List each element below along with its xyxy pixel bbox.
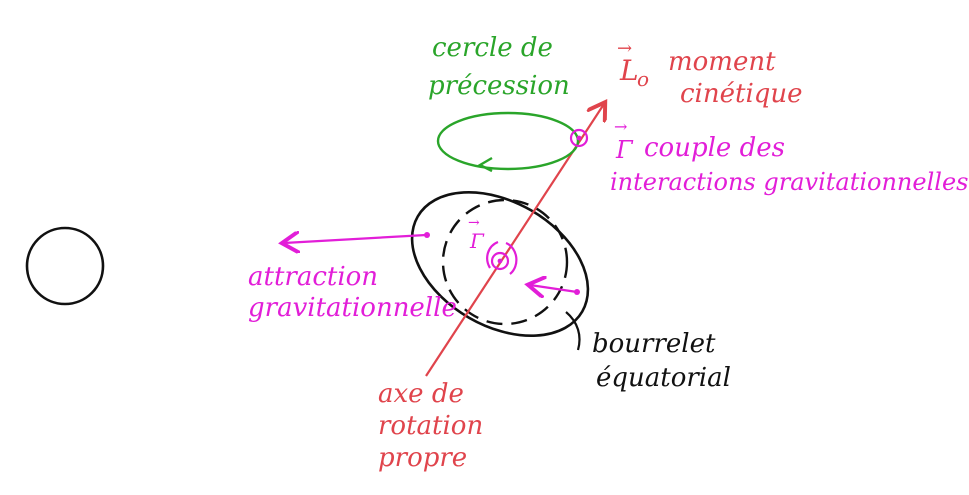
attraction-label-line1: attraction (248, 262, 378, 292)
precession-label-line2: précession (428, 71, 570, 101)
axe-label-line3: propre (378, 443, 467, 473)
gamma-symbol: Γ (615, 136, 634, 164)
precession-arrow-icon (477, 156, 493, 173)
axe-label-line2: rotation (378, 411, 483, 441)
axe-label-line1: axe de (378, 379, 464, 409)
L-symbol: L (619, 54, 639, 87)
precession-ellipse (436, 111, 580, 171)
attraction-label-line2: gravitationnelle (248, 293, 457, 323)
precession-label-line1: cercle de (432, 33, 553, 63)
L-vector-arrow-icon: → (617, 38, 632, 59)
torque-dot-icon (576, 135, 582, 141)
earth-ellipse-icon (410, 191, 590, 337)
inner-sphere-dashed (441, 198, 569, 326)
gamma-vector-arrow-icon: → (614, 117, 627, 136)
gamma-small-arrow-icon: → (468, 215, 480, 231)
attraction-arrow-left (284, 235, 427, 243)
L-subscript: o (637, 67, 649, 91)
force-point-left (424, 232, 430, 238)
rotation-curl-icon (486, 240, 518, 275)
attraction-arrow-right (530, 285, 578, 292)
center-dot-icon (497, 258, 503, 264)
moon-circle-icon (25, 226, 105, 306)
bourrelet-label-line1: bourrelet (592, 329, 716, 359)
center-circled-dot-icon (490, 251, 510, 271)
force-point-right (574, 289, 580, 295)
couple-label-line1: couple des (644, 133, 785, 163)
moment-label-line2: cinétique (680, 79, 803, 109)
torque-circled-dot-icon (569, 128, 589, 148)
bourrelet-label-line2: équatorial (596, 363, 731, 393)
moment-label-line1: moment (668, 47, 776, 77)
gamma-small-symbol: Γ (469, 229, 485, 253)
couple-label-line2: interactions gravitationnelles (610, 168, 968, 196)
bourrelet-pointer (565, 311, 581, 351)
